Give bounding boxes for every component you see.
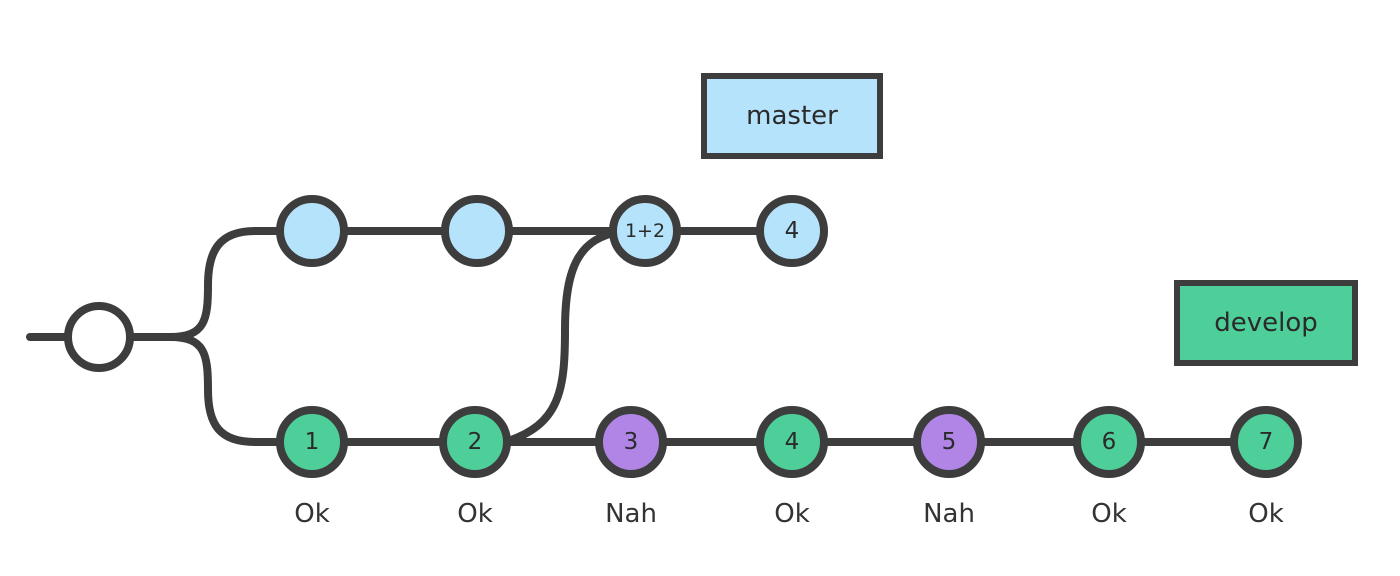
edge-fork-master [166,227,284,341]
develop-commit-5-circle [913,406,985,478]
develop-branch-text: develop [1214,308,1318,338]
develop-commit-4-status: Ok [774,499,810,529]
develop-commit-5-status: Nah [923,499,975,529]
master-commit-1 [276,195,348,267]
develop-commit-3-circle [595,406,667,478]
develop-commit-5-label: 5 [942,429,957,455]
develop-commit-6: 6 Ok [1073,406,1145,529]
master-commit-1-circle [276,195,348,267]
develop-commit-7-circle [1230,406,1302,478]
master-commit-merge: 1+2 [609,195,681,267]
develop-commit-7-label: 7 [1259,429,1274,455]
master-commit-merge-circle [609,195,681,267]
master-commit-2-circle [441,195,513,267]
master-commit-2 [441,195,513,267]
develop-commits: 1 Ok 2 Ok 3 Nah 4 Ok 5 Nah 6 Ok [276,406,1302,529]
develop-commit-3-status: Nah [605,499,657,529]
master-commit-4: 4 [756,195,828,267]
develop-commit-1-circle [276,406,348,478]
develop-commit-1-label: 1 [305,429,320,455]
develop-commit-1: 1 Ok [276,406,348,529]
develop-commit-4-circle [756,406,828,478]
develop-commit-2: 2 Ok [439,406,511,529]
develop-commit-6-circle [1073,406,1145,478]
master-commit-merge-label: 1+2 [625,220,665,242]
root-commit [64,302,134,372]
develop-commit-1-status: Ok [294,499,330,529]
develop-commit-4: 4 Ok [756,406,828,529]
develop-commit-2-label: 2 [468,429,483,455]
develop-branch-label: develop [1174,280,1358,366]
master-commits: 1+2 4 [276,195,828,267]
master-branch-text: master [746,101,838,131]
develop-commit-5: 5 Nah [913,406,985,529]
develop-commit-6-status: Ok [1091,499,1127,529]
edge-merge-to-master [501,227,626,446]
root-commit-circle [64,302,134,372]
master-commit-4-label: 4 [785,218,800,244]
develop-commit-2-status: Ok [457,499,493,529]
develop-commit-7: 7 Ok [1230,406,1302,529]
develop-commit-4-label: 4 [785,429,800,455]
master-branch-box [701,73,883,159]
develop-commit-6-label: 6 [1102,429,1117,455]
master-commit-4-circle [756,195,828,267]
develop-commit-7-status: Ok [1248,499,1284,529]
master-branch-label: master [701,73,883,159]
develop-branch-box [1174,280,1358,366]
edge-fork-develop [166,333,284,446]
develop-commit-3: 3 Nah [595,406,667,529]
develop-commit-2-circle [439,406,511,478]
develop-commit-3-label: 3 [624,429,639,455]
